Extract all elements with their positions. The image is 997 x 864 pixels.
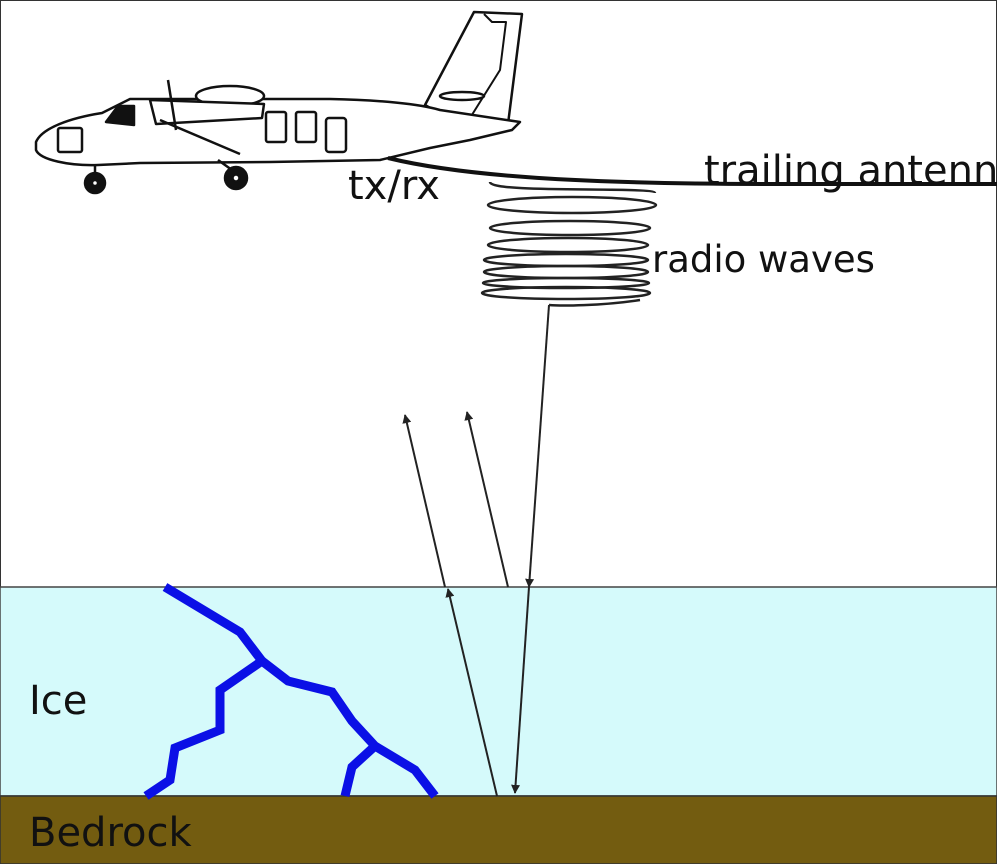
airplane-icon bbox=[34, 10, 524, 195]
trailing-antenna bbox=[387, 156, 997, 187]
radio-wave-coil bbox=[480, 180, 658, 307]
signal-rays bbox=[402, 304, 550, 797]
bed-return-ray bbox=[402, 414, 446, 588]
radio-waves-label: radio waves bbox=[652, 238, 875, 281]
transmitted-ray bbox=[511, 586, 530, 794]
ice-layer bbox=[0, 586, 997, 797]
water-channels bbox=[143, 583, 439, 800]
bedrock-label: Bedrock bbox=[29, 810, 192, 856]
antenna-label: trailing antenna bbox=[704, 148, 997, 194]
bed-reflection-ray bbox=[445, 588, 498, 797]
ice-label: Ice bbox=[29, 678, 87, 724]
surface-return-ray bbox=[464, 411, 509, 588]
txrx-label: tx/rx bbox=[348, 163, 440, 209]
bedrock-layer bbox=[0, 795, 997, 864]
incident-ray bbox=[525, 304, 550, 588]
